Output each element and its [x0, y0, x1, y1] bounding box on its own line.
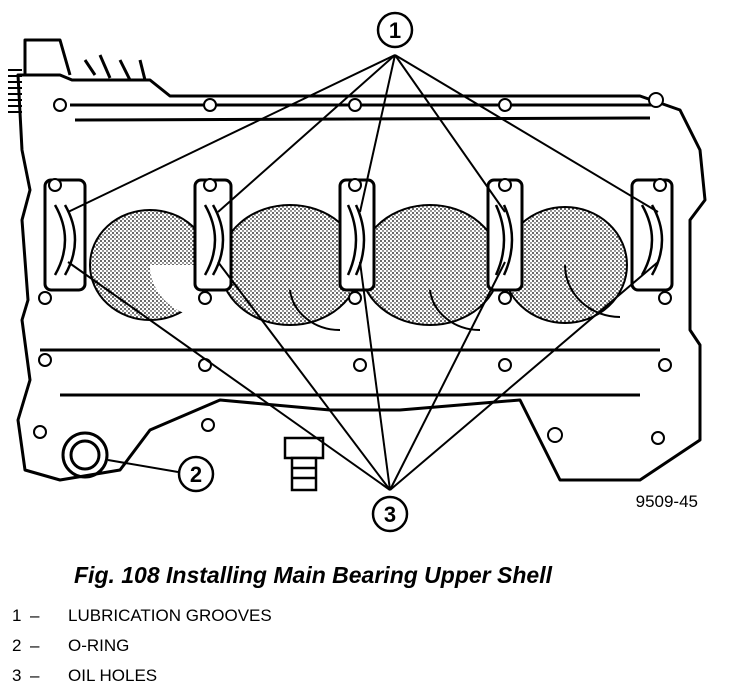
engine-block [16, 38, 707, 482]
callout-3-number: 3 [384, 502, 396, 527]
callout-2: 2 [177, 455, 215, 493]
bolt-holes [33, 92, 672, 445]
legend-number: 2 [12, 636, 22, 655]
figure-caption: Fig. 108 Installing Main Bearing Upper S… [74, 562, 552, 588]
legend-dash: – [30, 666, 40, 685]
cylinder-bore-3 [359, 204, 501, 326]
legend-dash: – [30, 606, 40, 625]
legend-number: 3 [12, 666, 22, 685]
leader-lines-callout-1 [67, 54, 659, 213]
legend-item: 3– OIL HOLES [12, 661, 272, 691]
engine-block-illustration: 1 2 3 9509-45 [8, 11, 707, 533]
callout-3: 3 [371, 495, 409, 533]
left-rib-detail [8, 69, 22, 113]
drain-fitting [283, 436, 325, 492]
leader-lines-callout-3 [67, 261, 659, 491]
legend-text: O-RING [68, 636, 130, 655]
legend-item: 2– O-RING [12, 631, 272, 661]
o-ring [61, 431, 109, 479]
legend-text: LUBRICATION GROOVES [68, 606, 272, 625]
legend-dash: – [30, 636, 40, 655]
callout-1-number: 1 [389, 18, 401, 43]
leader-line-callout-2 [107, 459, 179, 473]
callout-1: 1 [376, 11, 414, 49]
legend-text: OIL HOLES [68, 666, 158, 685]
legend-number: 1 [12, 606, 22, 625]
callout-2-number: 2 [190, 462, 202, 487]
legend: 1–LUBRICATION GROOVES 2–O-RING 3–OIL HOL… [12, 601, 272, 691]
figure-id: 9509-45 [636, 492, 698, 511]
legend-item: 1– LUBRICATION GROOVES [12, 601, 272, 631]
